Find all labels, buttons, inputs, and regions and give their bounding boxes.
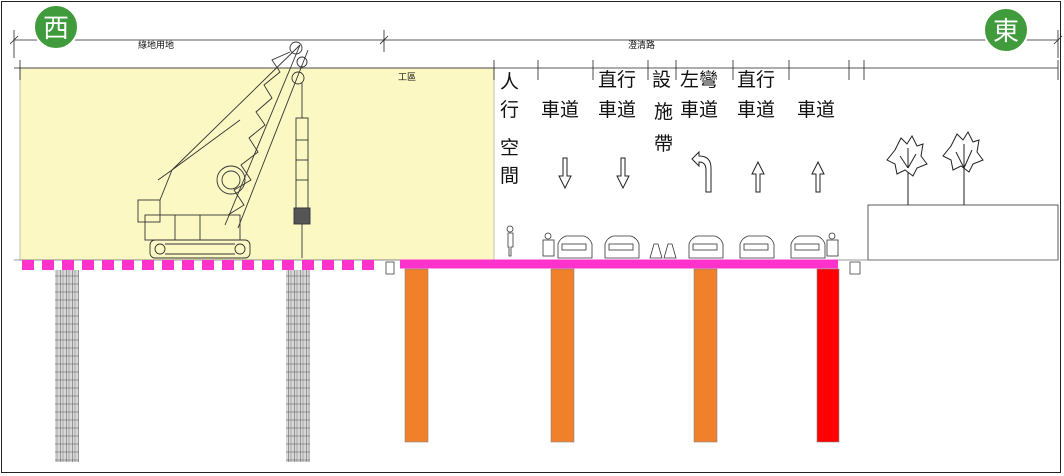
- arrow-up-icon: [811, 160, 825, 193]
- ped-label-2: 行: [500, 99, 519, 121]
- dimension-lines: [9, 30, 1063, 80]
- dim-label-road: 澄清路: [628, 39, 655, 51]
- traffic: [506, 225, 839, 259]
- lane2-label: 車道: [598, 99, 636, 121]
- scooter-icon: [542, 232, 555, 257]
- west-badge-label: 西: [43, 14, 69, 44]
- deck-end-left: [385, 261, 395, 275]
- rebar-cage-right: [286, 270, 310, 462]
- arrow-down-icon: [616, 157, 630, 190]
- dim-label-green-land: 綠地用地: [138, 39, 174, 51]
- median-barrier-icon: [649, 243, 663, 259]
- east-badge-label: 東: [993, 17, 1019, 47]
- median-barrier-icon: [663, 243, 677, 259]
- pedestrian-icon: [506, 225, 514, 257]
- car-icon: [557, 235, 593, 259]
- pile-orange: [550, 268, 575, 443]
- lane3-top-label: 左彎: [680, 69, 718, 91]
- ped-label-3: 空: [500, 137, 519, 159]
- scooter-icon: [826, 232, 839, 257]
- tree-icon: [942, 130, 984, 205]
- sidewalk-block: [867, 204, 1059, 261]
- tree-icon: [886, 134, 928, 205]
- lane-headers: 人 行 空 間 車道 直行 車道 設 施 帶 左彎 車道 直行 車道 車道: [500, 69, 835, 187]
- lane1-label: 車道: [541, 99, 579, 121]
- arrow-down-icon: [558, 157, 572, 190]
- lane4-label: 車道: [737, 99, 775, 121]
- lane4-top-label: 直行: [737, 69, 775, 91]
- facility-label-2: 施: [654, 101, 673, 123]
- arrow-left-turn-icon: [691, 150, 712, 193]
- work-zone-area: [19, 67, 495, 261]
- deck-end-right: [849, 261, 861, 275]
- pile-orange: [693, 268, 718, 443]
- pile-red: [816, 268, 840, 443]
- west-badge: 西: [33, 4, 79, 50]
- car-icon: [688, 235, 724, 259]
- rebar-cage-left: [55, 270, 79, 462]
- lane2-top-label: 直行: [598, 69, 636, 91]
- east-badge: 東: [983, 7, 1029, 53]
- lane3-label: 車道: [680, 99, 718, 121]
- lane5-label: 車道: [797, 99, 835, 121]
- car-icon: [790, 235, 826, 259]
- pile-orange: [404, 268, 429, 443]
- dim-label-work-zone: 工區: [398, 72, 416, 83]
- ped-label-4: 間: [500, 165, 519, 187]
- facility-label-1: 設: [652, 69, 671, 91]
- facility-label-3: 帶: [654, 133, 673, 155]
- lane-arrows: [558, 150, 825, 193]
- car-icon: [604, 235, 640, 259]
- ped-label-1: 人: [500, 71, 519, 93]
- car-icon: [739, 235, 775, 259]
- crane-icon: [137, 41, 311, 259]
- arrow-up-icon: [751, 160, 765, 193]
